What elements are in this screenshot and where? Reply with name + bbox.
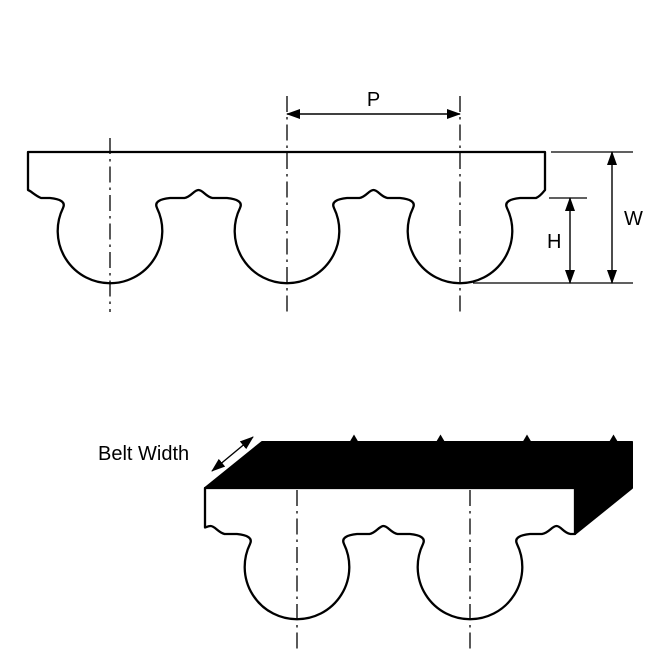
belt-front-profile: [203, 486, 577, 621]
far-edge-cusp-icon: [349, 434, 359, 443]
profile-view: P H W: [26, 89, 643, 312]
belt-top-face: [204, 441, 633, 489]
dim-overall-height-label: W: [624, 208, 643, 230]
belt-width-label: Belt Width: [98, 443, 189, 465]
belt-width-arrow: [211, 436, 254, 472]
far-edge-cusp-icon: [608, 434, 619, 443]
far-edge-cusp-icon: [435, 434, 446, 443]
dim-pitch-label: P: [367, 89, 380, 111]
far-edge-cusp-icon: [522, 434, 532, 443]
dim-tooth-height-label: H: [547, 231, 561, 253]
isometric-view: Belt Width: [98, 434, 633, 653]
